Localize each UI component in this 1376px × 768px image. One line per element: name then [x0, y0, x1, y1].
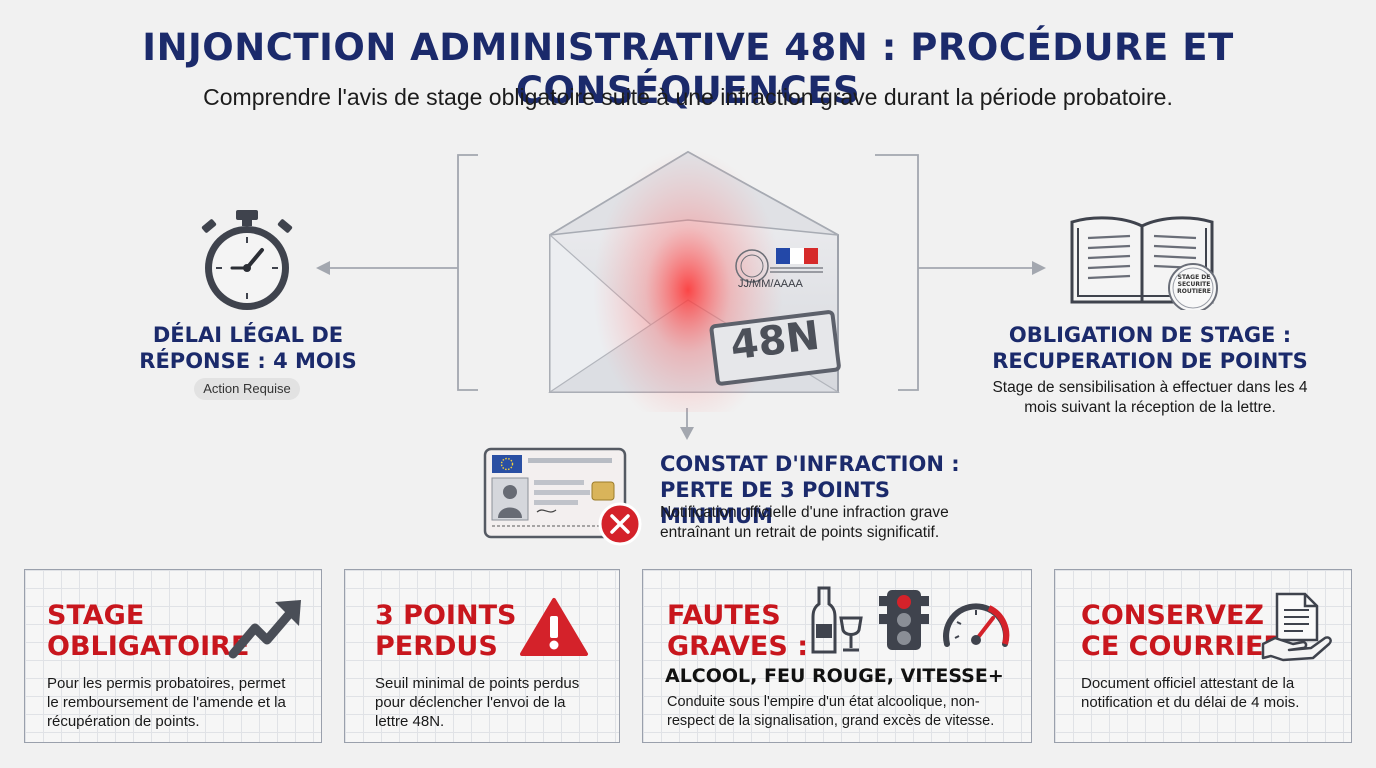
card-serious-offenses: FAUTES GRAVES :	[642, 569, 1032, 743]
card-title: STAGE OBLIGATOIRE	[47, 600, 249, 662]
card-text-line1: Conduite sous l'empire d'un état alcooli…	[667, 694, 980, 710]
offenses-list: ALCOOL, FEU ROUGE, VITESSE+	[665, 665, 1004, 687]
card-title-line1: FAUTES	[667, 600, 781, 631]
card-text-line2: le remboursement de l'amende et la	[47, 694, 286, 711]
card-title: 3 POINTS PERDUS	[375, 600, 516, 662]
page-subtitle: Comprendre l'avis de stage obligatoire s…	[203, 84, 1173, 110]
license-card-icon	[483, 447, 642, 546]
card-text-line1: Document officiel attestant de la	[1081, 675, 1295, 692]
card-text: Conduite sous l'empire d'un état alcooli…	[667, 693, 1027, 731]
book-icon	[1070, 216, 1218, 310]
envelope-date: JJ/MM/AAAA	[738, 278, 803, 290]
card-text-line1: Seuil minimal de points perdus	[375, 675, 580, 692]
page-title: INJONCTION ADMINISTRATIVE 48N : PROCÉDUR…	[142, 26, 1234, 112]
infraction-description: Notification officielle d'une infraction…	[660, 503, 980, 543]
bottle-glass-icon	[811, 586, 863, 654]
card-title-line1: 3 POINTS	[375, 600, 517, 631]
training-text-line2: mois suivant la réception de la lettre.	[1024, 399, 1276, 416]
arrow-right-icon	[1032, 261, 1046, 275]
training-text-line1: Stage de sensibilisation à effectuer dan…	[992, 379, 1308, 396]
card-text-line2: pour déclencher l'envoi de la	[375, 694, 566, 711]
card-text: Document officiel attestant de la notifi…	[1081, 674, 1343, 712]
speedometer-icon	[943, 603, 1010, 647]
card-title-line1: CONSERVEZ	[1081, 600, 1264, 631]
safety-seal: STAGE DE SECURITE ROUTIERE	[1173, 274, 1215, 295]
card-title: CONSERVEZ CE COURRIER	[1081, 600, 1284, 662]
infraction-title-line1: CONSTAT D'INFRACTION :	[660, 452, 960, 476]
card-title-line1: STAGE	[47, 600, 145, 631]
card-title-line2: GRAVES :	[667, 631, 808, 662]
training-description: Stage de sensibilisation à effectuer dan…	[972, 378, 1328, 418]
card-text-line2: notification et du délai de 4 mois.	[1081, 694, 1300, 711]
seal-line2: SECURITE	[1177, 281, 1211, 288]
training-title-line2: RECUPERATION DE POINTS	[992, 349, 1308, 373]
card-text: Seuil minimal de points perdus pour décl…	[375, 674, 605, 731]
arrow-left-icon	[316, 261, 330, 275]
training-title: OBLIGATION DE STAGE : RECUPERATION DE PO…	[992, 322, 1308, 374]
infraction-text-line2: entraînant un retrait de points signific…	[660, 524, 940, 541]
action-required-badge: Action Requise	[194, 378, 300, 400]
infraction-title-line2: PERTE DE 3 POINTS MINIMUM	[660, 478, 891, 528]
delay-title-line2: RÉPONSE : 4 MOIS	[139, 349, 357, 373]
card-points-lost: 3 POINTS PERDUS Seuil minimal de points …	[344, 569, 620, 743]
card-title-line2: OBLIGATOIRE	[47, 631, 250, 662]
trend-up-icon	[228, 600, 301, 659]
envelope-icon	[548, 150, 841, 412]
card-title: FAUTES GRAVES :	[667, 600, 808, 662]
seal-line3: ROUTIERE	[1177, 288, 1211, 295]
card-text-line3: lettre 48N.	[375, 713, 445, 730]
stopwatch-icon	[201, 210, 293, 310]
delay-title-line1: DÉLAI LÉGAL DE	[152, 323, 344, 347]
card-text: Pour les permis probatoires, permet le r…	[47, 674, 317, 731]
card-text-line3: récupération de points.	[47, 713, 200, 730]
document-hand-icon	[1261, 592, 1332, 662]
training-title-line1: OBLIGATION DE STAGE :	[1008, 323, 1292, 347]
card-text-line2: respect de la signalisation, grand excès…	[667, 713, 995, 729]
infraction-text-line1: Notification officielle d'une infraction…	[660, 504, 949, 521]
arrow-down-icon	[680, 427, 694, 440]
warning-icon	[520, 598, 588, 656]
card-title-line2: CE COURRIER	[1081, 631, 1285, 662]
card-text-line1: Pour les permis probatoires, permet	[47, 675, 286, 692]
card-mandatory-training: STAGE OBLIGATOIRE Pour les permis probat…	[24, 569, 322, 743]
seal-line1: STAGE DE	[1177, 274, 1211, 281]
traffic-light-icon	[879, 590, 929, 650]
delay-title: DÉLAI LÉGAL DE RÉPONSE : 4 MOIS	[138, 322, 358, 374]
card-keep-letter: CONSERVEZ CE COURRIER Document officiel …	[1054, 569, 1352, 743]
card-title-line2: PERDUS	[375, 631, 498, 662]
infraction-title: CONSTAT D'INFRACTION : PERTE DE 3 POINTS…	[660, 451, 990, 529]
